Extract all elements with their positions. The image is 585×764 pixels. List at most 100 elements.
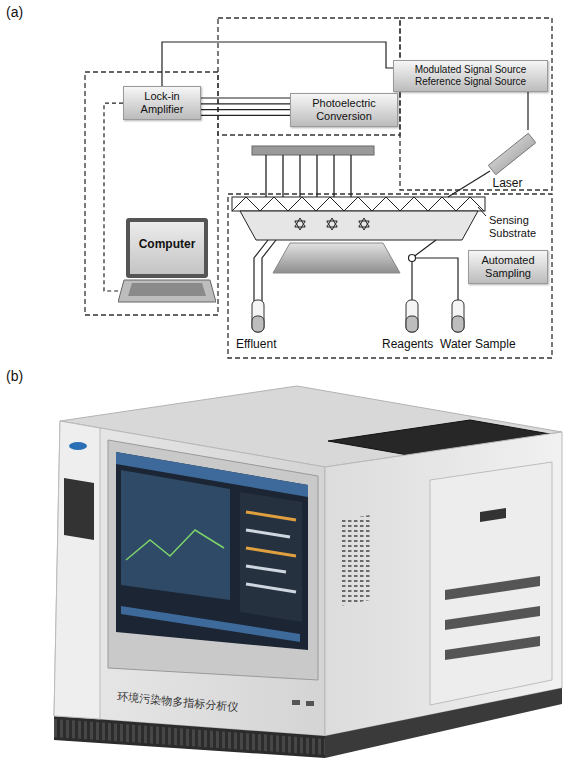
analyzer-instrument bbox=[121, 606, 300, 642]
panel-letter: (a) bbox=[6, 4, 23, 21]
sensing-substrate bbox=[295, 218, 305, 227]
analyzer-instrument bbox=[445, 606, 540, 630]
analyzer-instrument bbox=[246, 512, 296, 520]
converter-box: Photoelectric Conversion bbox=[290, 93, 398, 127]
laser-beam bbox=[448, 171, 490, 197]
signal-wire bbox=[201, 97, 290, 98]
sample-vial bbox=[252, 300, 264, 332]
detector-array bbox=[299, 155, 300, 197]
sensing-substrate bbox=[232, 197, 486, 273]
device-nameplate: 环境污染物多指标分析仪 bbox=[117, 690, 239, 714]
vial-label: Effluent bbox=[236, 337, 276, 351]
sample-vial bbox=[252, 300, 464, 332]
fluid-channel bbox=[412, 240, 436, 302]
dashed-region bbox=[85, 72, 218, 315]
signal-source-box: Modulated Signal SourceReference Signal … bbox=[393, 60, 548, 92]
dashed-region bbox=[85, 18, 552, 358]
signal-wire bbox=[104, 103, 123, 291]
analyzer-instrument bbox=[69, 442, 87, 450]
sensing-substrate bbox=[273, 243, 400, 273]
fluid-channel bbox=[262, 240, 276, 302]
analyzer-instrument bbox=[480, 508, 506, 522]
sensing-substrate bbox=[478, 207, 486, 216]
sensing-substrate bbox=[240, 211, 478, 240]
analyzer-instrument bbox=[126, 530, 224, 560]
analyzer-instrument bbox=[306, 701, 314, 706]
detector-array bbox=[333, 155, 334, 197]
detector-array bbox=[350, 155, 351, 197]
detector-array bbox=[316, 155, 317, 197]
dashed-region bbox=[400, 18, 552, 190]
laptop-body bbox=[128, 283, 206, 296]
part-label: Sensing Substrate bbox=[489, 214, 551, 240]
laser-body bbox=[488, 133, 536, 174]
detector-array bbox=[266, 155, 351, 197]
analyzer-instrument bbox=[246, 566, 286, 572]
dashed-region bbox=[218, 18, 400, 135]
laptop-body bbox=[118, 280, 216, 302]
analyzer-instrument bbox=[445, 576, 540, 600]
node-label: Computer bbox=[131, 237, 203, 251]
sensing-substrate bbox=[359, 221, 369, 230]
sensing-substrate bbox=[359, 218, 369, 227]
node-label: Photoelectric Conversion bbox=[296, 97, 392, 123]
fluid-channel bbox=[254, 240, 268, 302]
sensing-substrate bbox=[232, 197, 484, 211]
analyzer-instrument bbox=[340, 515, 370, 606]
detector-array bbox=[252, 146, 374, 197]
laptop-body bbox=[126, 218, 208, 278]
node-label: Lock-in Amplifier bbox=[129, 90, 195, 116]
analyzer-instrument bbox=[121, 470, 230, 600]
signal-wire bbox=[201, 109, 290, 110]
dashed-region bbox=[228, 194, 552, 358]
fluid-channel bbox=[254, 240, 458, 302]
analyzer-instrument bbox=[116, 452, 308, 650]
analyzer-instrument bbox=[246, 530, 290, 537]
analyzer-instrument bbox=[108, 440, 318, 680]
sample-vial bbox=[452, 316, 464, 332]
sample-vial bbox=[406, 316, 418, 332]
analyzer-instrument bbox=[54, 421, 325, 736]
signal-wire bbox=[527, 92, 528, 130]
analyzer-instrument bbox=[54, 716, 325, 758]
computer-symbol: Computer bbox=[118, 218, 216, 308]
sensing-substrate bbox=[295, 218, 369, 230]
laser-symbol: Laser bbox=[470, 130, 545, 192]
sample-vial bbox=[452, 300, 464, 332]
laptop-body bbox=[118, 218, 216, 308]
analyzer-instrument bbox=[246, 548, 296, 556]
node-label: Laser bbox=[470, 176, 545, 190]
analyzer-instrument bbox=[292, 700, 300, 705]
vial-label: Reagents bbox=[382, 337, 433, 351]
analyzer-instrument bbox=[430, 462, 552, 705]
analyzer-instrument bbox=[54, 386, 562, 758]
node-label: Automated Sampling bbox=[474, 254, 542, 280]
analyzer-instrument bbox=[246, 512, 296, 592]
analyzer-instrument bbox=[54, 421, 100, 719]
sample-vial bbox=[252, 316, 264, 332]
node-label: Reference Signal Source bbox=[399, 76, 542, 88]
analyzer-instrument bbox=[445, 636, 540, 660]
fluid-channel bbox=[409, 255, 416, 262]
detector-array bbox=[252, 146, 374, 155]
signal-wire bbox=[201, 115, 290, 116]
analyzer-instrument bbox=[325, 432, 562, 736]
sensing-substrate bbox=[327, 221, 337, 230]
detector-array bbox=[282, 155, 283, 197]
vial-label: Water Sample bbox=[440, 337, 516, 351]
panel-letter: (b) bbox=[6, 368, 23, 385]
fluid-channel bbox=[412, 258, 458, 302]
sensing-substrate bbox=[327, 218, 337, 227]
sensing-substrate bbox=[295, 221, 305, 230]
analyzer-instrument bbox=[54, 719, 325, 755]
analyzer-instrument bbox=[246, 584, 296, 592]
sampler-box: Automated Sampling bbox=[468, 250, 548, 284]
laptop-body bbox=[130, 222, 204, 274]
sample-vial bbox=[406, 300, 418, 332]
node-label: Modulated Signal Source bbox=[399, 64, 542, 76]
amplifier-box: Lock-in Amplifier bbox=[123, 86, 201, 120]
sensing-substrate bbox=[232, 197, 485, 211]
signal-wire bbox=[201, 103, 290, 104]
analyzer-instrument bbox=[64, 478, 94, 540]
